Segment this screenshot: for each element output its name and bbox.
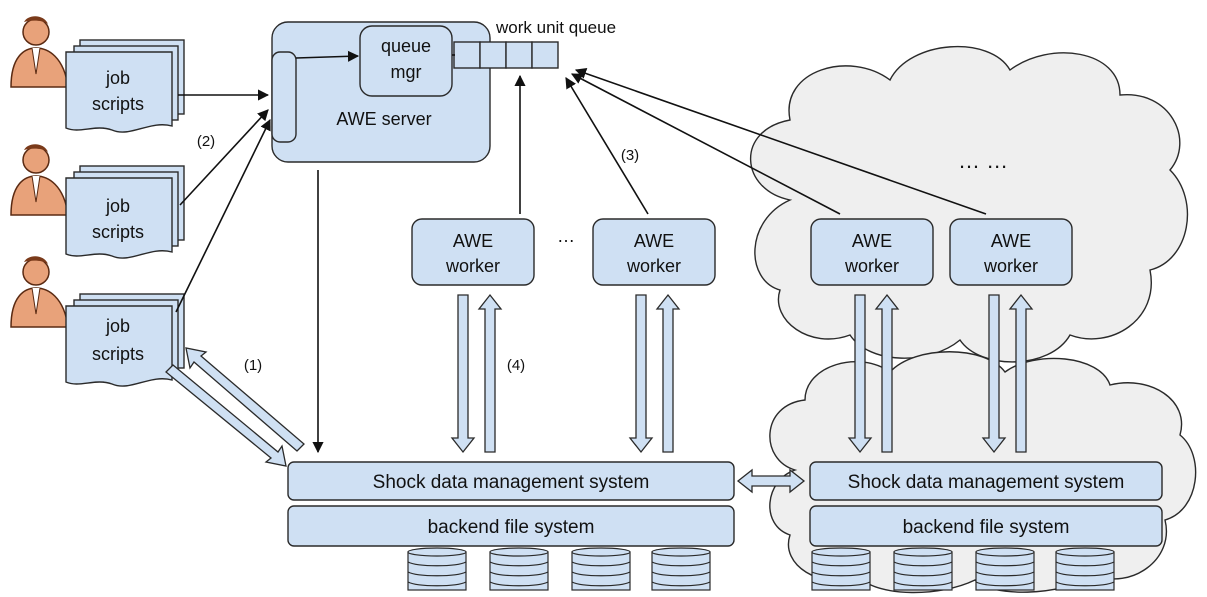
upper-cloud: [750, 45, 1189, 363]
worker-4-line1: AWE: [991, 231, 1031, 251]
step-3-label: (3): [621, 147, 639, 164]
left-disks: [407, 547, 711, 591]
right-disks: [811, 547, 1115, 591]
disk-icon: [811, 547, 871, 591]
disk-icon: [571, 547, 631, 591]
queue-mgr-line1: queue: [381, 36, 431, 56]
job-scripts-2-line2: scripts: [92, 222, 144, 242]
right-backend-fs: backend file system: [809, 505, 1163, 547]
left-backend-fs: backend file system: [287, 505, 735, 547]
inbox-to-queue-arrow: [295, 50, 360, 62]
disk-icon: [489, 547, 549, 591]
worker-ellipsis: …: [557, 226, 575, 246]
job3-to-server-arrow: [175, 118, 271, 313]
worker-2-line1: AWE: [634, 231, 674, 251]
job-scripts-3-line1: job: [105, 316, 130, 336]
awe-worker-2: AWE worker: [592, 218, 716, 286]
job-scripts-1-line2: scripts: [92, 94, 144, 114]
worker-4-line2: worker: [983, 256, 1038, 276]
disk-icon: [893, 547, 953, 591]
left-backend-label: backend file system: [428, 517, 595, 538]
queue-manager: [359, 25, 453, 97]
worker4-shock-transfer: [981, 293, 1034, 454]
job-scripts-1-line1: job: [105, 68, 130, 88]
work-unit-queue: [453, 41, 559, 69]
awe-worker-4: AWE worker: [949, 218, 1073, 286]
right-backend-label: backend file system: [903, 517, 1070, 538]
job-scripts-stack-1: job scripts: [65, 39, 185, 133]
step-1-label: (1): [244, 357, 262, 374]
job2-to-server-arrow: [179, 109, 269, 206]
right-shock-system: Shock data management system: [809, 461, 1163, 501]
worker-2-line2: worker: [626, 256, 681, 276]
jobs-shock-transfer: [165, 347, 305, 467]
awe-server-label: AWE server: [336, 109, 431, 129]
worker-3-line1: AWE: [852, 231, 892, 251]
worker3-shock-transfer: [847, 293, 900, 454]
server-inbox: [271, 51, 297, 143]
disk-icon: [407, 547, 467, 591]
shock-sync-arrow: [736, 468, 806, 494]
worker3-to-queue-arrow: [571, 73, 841, 215]
job-scripts-stack-3: job scripts: [65, 293, 185, 387]
right-shock-label: Shock data management system: [848, 472, 1125, 493]
awe-server: queue mgr AWE server work unit queue: [271, 18, 616, 163]
queue-mgr-line2: mgr: [391, 62, 422, 82]
disk-icon: [1055, 547, 1115, 591]
job-scripts-2-line1: job: [105, 196, 130, 216]
disk-icon: [975, 547, 1035, 591]
worker1-shock-transfer: [450, 293, 503, 454]
worker4-to-queue-arrow: [574, 68, 987, 215]
awe-worker-1: AWE worker: [411, 218, 535, 286]
step-2-label: (2): [197, 133, 215, 150]
left-shock-system: Shock data management system: [287, 461, 735, 501]
step-4-label: (4): [507, 357, 525, 374]
user-icon-3: [10, 256, 69, 328]
worker-3-line2: worker: [844, 256, 899, 276]
cloud-ellipsis: … …: [958, 148, 1008, 173]
worker2-shock-transfer: [628, 293, 681, 454]
user-icon-2: [10, 144, 69, 216]
awe-worker-3: AWE worker: [810, 218, 934, 286]
job-scripts-stack-2: job scripts: [65, 165, 185, 259]
left-shock-label: Shock data management system: [373, 472, 650, 493]
worker-1-line1: AWE: [453, 231, 493, 251]
worker-1-line2: worker: [445, 256, 500, 276]
worker2-to-queue-arrow: [565, 77, 649, 215]
disk-icon: [651, 547, 711, 591]
work-unit-queue-label: work unit queue: [495, 18, 616, 37]
user-icon-1: [10, 16, 69, 88]
job-scripts-3-line2: scripts: [92, 344, 144, 364]
